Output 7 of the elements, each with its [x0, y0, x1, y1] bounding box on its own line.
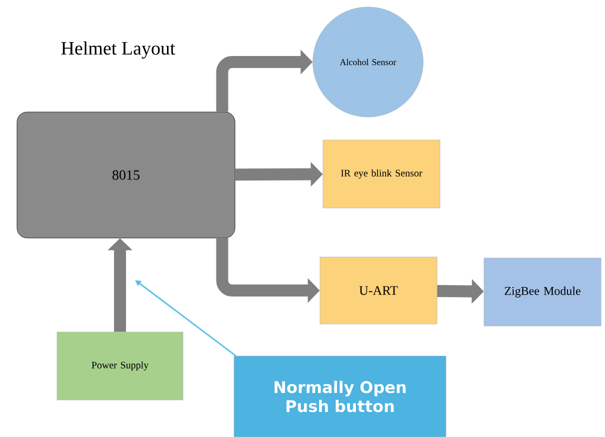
sensor-box: IR eye blink Sensor [322, 140, 440, 208]
processor-box: 8015 [16, 112, 236, 238]
callout-box: Normally Open Push button [234, 356, 446, 437]
module-box: ZigBee Module [484, 258, 602, 326]
power-box: Power Supply [56, 332, 184, 400]
interface-box: U-ART [320, 256, 438, 324]
title: Helmet Layout [61, 41, 176, 59]
